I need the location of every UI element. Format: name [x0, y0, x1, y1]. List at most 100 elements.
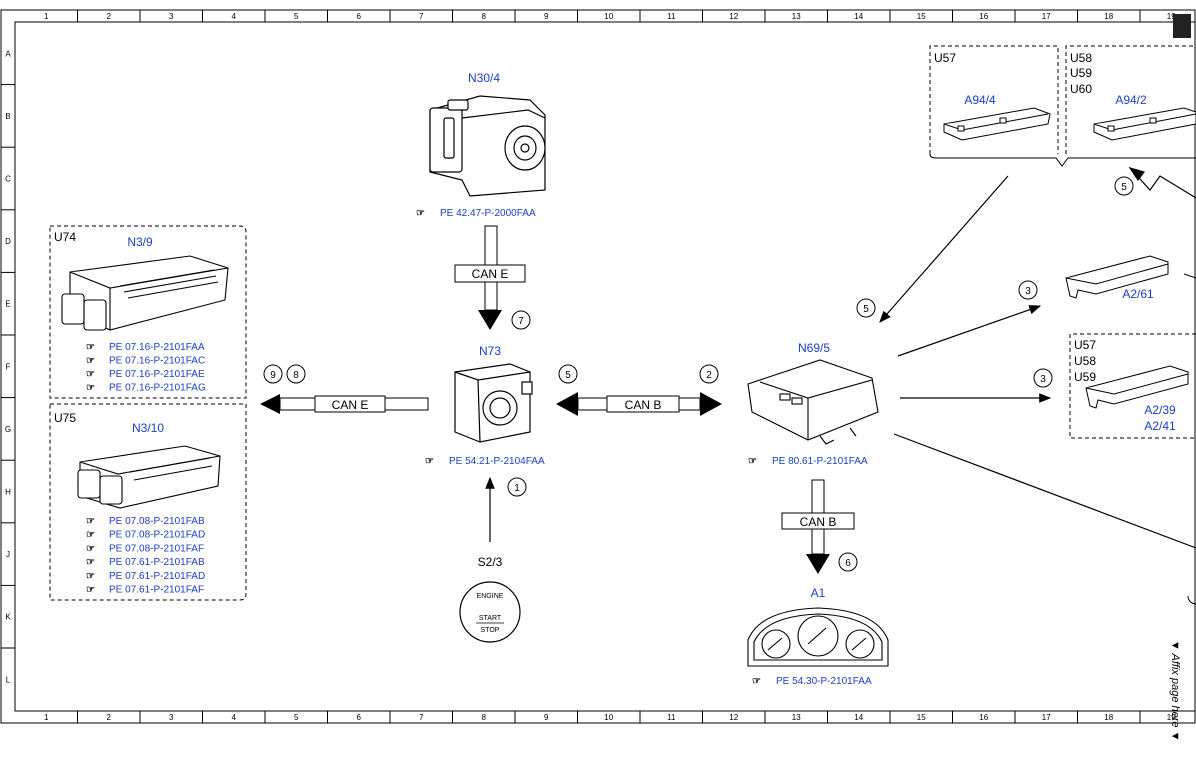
button-stop-text: STOP [481, 627, 500, 634]
column-number-top: 7 [419, 12, 424, 21]
component-n73: N73 ☞ PE 54.21-P-2104FAA [425, 344, 545, 467]
column-number-bottom: 13 [792, 713, 801, 722]
marker-3-upper: 3 [1025, 286, 1031, 297]
marker-9: 9 [270, 370, 276, 381]
a2-61-label: A2/61 [1122, 287, 1154, 301]
column-number-bottom: 1 [44, 713, 49, 722]
column-number-top: 2 [107, 12, 112, 21]
module-icon [1093, 107, 1196, 141]
n3-10-ref: PE 07.08-P-2101FAD [109, 530, 205, 541]
n3-9-label: N3/9 [127, 235, 153, 249]
a1-label: A1 [811, 586, 826, 600]
can-e-top-label: CAN E [472, 267, 509, 281]
a94-2-group-2: U59 [1070, 66, 1092, 80]
a94-4-group: U57 [934, 51, 956, 65]
antenna-module-icon [1085, 365, 1189, 409]
row-letter: E [5, 300, 10, 309]
column-number-top: 19 [1167, 12, 1176, 21]
column-number-top: 13 [792, 12, 801, 21]
row-letter: L [6, 675, 11, 684]
marker-5-upper: 5 [863, 304, 869, 315]
column-number-bottom: 19 [1167, 713, 1176, 722]
abs-unit-icon [429, 95, 546, 197]
n3-9-ref: PE 07.16-P-2101FAC [109, 356, 205, 367]
row-letter: D [5, 237, 11, 246]
group-a94: U57 A94/4 U58 U59 U60 A94/2 [929, 45, 1196, 167]
column-number-top: 5 [294, 12, 299, 21]
a1-ref: PE 54.30-P-2101FAA [776, 676, 872, 687]
can-b-down-link: CAN B [781, 479, 855, 574]
n3-10-ref: PE 07.61-P-2101FAB [109, 557, 205, 568]
column-number-bottom: 9 [544, 713, 549, 722]
can-b-mid-label: CAN B [625, 398, 662, 412]
column-number-bottom: 7 [419, 713, 424, 722]
marker-7: 7 [518, 316, 524, 327]
hand-icon: ☞ [86, 530, 95, 541]
n73-label: N73 [479, 344, 501, 358]
row-letter: K [5, 613, 11, 622]
column-ticks: 1122334455667788991010111112121313141415… [44, 10, 1176, 723]
column-number-bottom: 15 [917, 713, 926, 722]
marker-1: 1 [514, 483, 520, 494]
column-number-top: 15 [917, 12, 926, 21]
a94-2-group-1: U58 [1070, 51, 1092, 65]
marker-3-lower: 3 [1040, 374, 1046, 385]
n69-5-label: N69/5 [798, 341, 830, 355]
hand-icon: ☞ [86, 516, 95, 527]
hand-icon: ☞ [86, 557, 95, 568]
column-number-bottom: 2 [107, 713, 112, 722]
marker-8: 8 [293, 370, 299, 381]
column-number-top: 10 [604, 12, 613, 21]
start-stop-button-icon [459, 581, 521, 643]
n3-10-ref: PE 07.08-P-2101FAF [109, 543, 204, 554]
hand-icon: ☞ [752, 676, 761, 687]
column-number-top: 17 [1042, 12, 1051, 21]
group-a2-39: U57 U58 U59 A2/39 A2/41 [1069, 333, 1196, 439]
engine-ecu-icon [61, 255, 229, 331]
hand-icon: ☞ [416, 208, 425, 219]
u74-label: U74 [54, 230, 76, 244]
column-number-bottom: 5 [294, 713, 299, 722]
column-number-bottom: 4 [232, 713, 237, 722]
row-letter: F [6, 362, 11, 371]
corner-marker-icon [1173, 14, 1191, 38]
column-number-bottom: 11 [667, 713, 676, 722]
n3-9-ref: PE 07.16-P-2101FAG [109, 383, 206, 394]
can-e-left-link: CAN E [260, 394, 429, 414]
column-number-top: 14 [854, 12, 863, 21]
n3-10-ref: PE 07.08-P-2101FAB [109, 516, 205, 527]
column-number-bottom: 10 [604, 713, 613, 722]
n3-9-ref: PE 07.16-P-2101FAE [109, 369, 205, 380]
n3-9-ref: PE 07.16-P-2101FAA [109, 342, 205, 353]
n69-5-output-lines [879, 166, 1196, 549]
group-u75: U75 N3/10 ☞PE 07.08-P-2101FAB☞PE 07.08-P… [49, 403, 247, 601]
n69-5-ref: PE 80.61-P-2101FAA [772, 456, 868, 467]
n73-ref: PE 54.21-P-2104FAA [449, 456, 545, 467]
n30-4-ref: PE 42.47-P-2000FAA [440, 208, 536, 219]
column-number-top: 8 [482, 12, 487, 21]
hand-icon: ☞ [86, 369, 95, 380]
marker-5-left: 5 [565, 370, 571, 381]
a2-39-group-1: U57 [1074, 338, 1096, 352]
u75-label: U75 [54, 411, 76, 425]
frame [0, 9, 1196, 724]
column-number-top: 9 [544, 12, 549, 21]
column-number-bottom: 12 [729, 713, 738, 722]
column-number-top: 3 [169, 12, 174, 21]
a94-2-label: A94/2 [1115, 93, 1147, 107]
instrument-cluster-icon [747, 607, 889, 667]
n3-10-ref: PE 07.61-P-2101FAD [109, 571, 205, 582]
row-letter: H [5, 488, 11, 497]
ignition-switch-icon [454, 363, 533, 443]
column-number-bottom: 16 [979, 713, 988, 722]
hand-icon: ☞ [86, 356, 95, 367]
a94-4-label: A94/4 [964, 93, 996, 107]
row-letter: A [5, 49, 11, 58]
n3-10-ref: PE 07.61-P-2101FAF [109, 585, 204, 596]
column-number-bottom: 18 [1104, 713, 1113, 722]
row-letter: C [5, 175, 11, 184]
hand-icon: ☞ [86, 342, 95, 353]
marker-6: 6 [845, 558, 851, 569]
antenna-module-icon [1065, 255, 1196, 299]
